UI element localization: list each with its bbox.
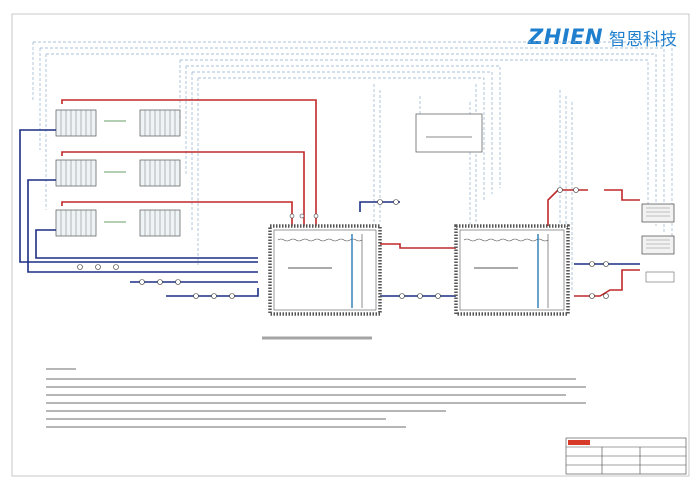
solar-collector-array-1: [55, 109, 181, 137]
note-line-mark: [46, 418, 386, 420]
water-tank-2: [454, 224, 570, 316]
note-line-mark: [46, 402, 586, 404]
water-tank-1: [268, 224, 382, 316]
heat-pump-unit-2: [641, 235, 675, 255]
control-signal-lines: [32, 41, 673, 300]
title-block: [565, 437, 687, 475]
note-line-mark: [46, 426, 406, 428]
company-logo: ZHIEN 智恩科技: [528, 24, 677, 50]
control-cabinet: [415, 113, 483, 153]
note-line-mark: [46, 410, 446, 412]
pump-valve-groups: [77, 187, 609, 299]
note-line-mark: [46, 378, 576, 380]
note-line-mark: [46, 394, 566, 396]
heat-pump-unit-1: [641, 203, 675, 223]
logo-brand-en: ZHIEN: [528, 25, 604, 49]
solar-collector-array-2: [55, 159, 181, 187]
logo-brand-cn: 智恩科技: [609, 29, 678, 50]
notes-heading-mark: [46, 368, 76, 370]
drawing-border: [11, 13, 690, 477]
note-line-mark: [46, 386, 586, 388]
solar-collector-array-3: [55, 209, 181, 237]
auxiliary-unit: [645, 271, 675, 283]
